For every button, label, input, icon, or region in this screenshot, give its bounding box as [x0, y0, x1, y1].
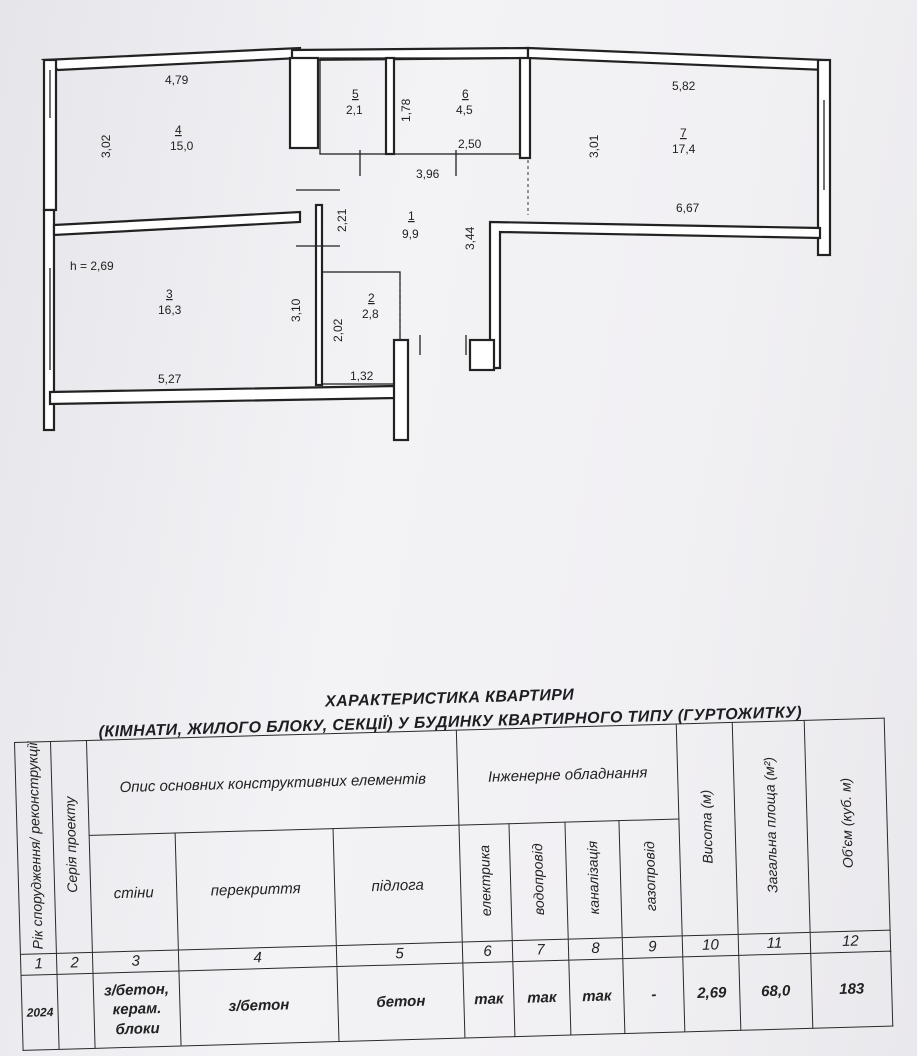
header-floor: підлога [333, 825, 463, 946]
col-num: 1 [20, 953, 58, 976]
header-sewer: каналізація [564, 820, 623, 940]
wall-bottom [48, 384, 398, 406]
col-num: 2 [56, 952, 93, 975]
dim-667: 6,67 [676, 201, 700, 215]
wall-entrance [392, 338, 410, 442]
header-water: водопровід [508, 822, 569, 941]
floor-plan: h = 2,69 4 15,0 3 16,3 5 2,1 6 4,5 7 17,… [40, 46, 832, 442]
room-area-2: 2,8 [362, 307, 379, 321]
dim-310: 3,10 [289, 298, 303, 322]
cell-electric: так [462, 961, 515, 1038]
wall-left-lower [42, 208, 56, 432]
dim-527: 5,27 [158, 372, 182, 386]
wall-room4-right [288, 56, 320, 150]
cell-walls: з/бетон, керам. блоки [92, 970, 182, 1049]
dim-301: 3,01 [587, 134, 601, 158]
col-num: 9 [622, 935, 683, 959]
header-year: Рік спорудження/ реконструкції [14, 741, 57, 955]
header-electric: електрика [459, 823, 513, 942]
wall-4-3 [52, 210, 302, 237]
cell-walls-line3: блоки [115, 1019, 160, 1038]
room-number-3: 3 [166, 287, 173, 301]
wall-room7-bottom [488, 220, 822, 370]
dim-202: 2,02 [331, 318, 345, 342]
header-floors-between: перекриття [175, 828, 337, 950]
col-num: 11 [738, 932, 811, 956]
dim-344: 3,44 [463, 226, 477, 250]
cell-height: 2,69 [682, 955, 741, 1032]
header-walls: стіни [89, 833, 179, 953]
cell-water: так [512, 960, 571, 1037]
cell-walls-line2: керам. [112, 1000, 162, 1019]
wall-entrance-right [468, 338, 496, 372]
room-area-4: 15,0 [170, 139, 194, 153]
header-height: Висота (м) [676, 722, 739, 936]
cell-walls-line1: з/бетон, [103, 980, 170, 1000]
cell-series [57, 973, 96, 1050]
room-number-1: 1 [408, 209, 415, 223]
dim-250: 2,50 [458, 137, 482, 151]
characteristics-table: Рік спорудження/ реконструкції Серія про… [14, 718, 893, 1051]
dim-396: 3,96 [416, 167, 440, 181]
dim-582: 5,82 [672, 79, 696, 93]
dim-479: 4,79 [165, 73, 189, 87]
cell-year: 2024 [21, 974, 60, 1051]
header-engineering: Інженерне обладнання [456, 724, 679, 826]
header-series: Серія проекту [50, 740, 93, 954]
room-number-5: 5 [352, 87, 359, 101]
room-area-3: 16,3 [158, 303, 182, 317]
cell-floor: бетон [336, 962, 465, 1042]
dim-302: 3,02 [99, 134, 113, 158]
room-area-1: 9,9 [402, 227, 419, 241]
room-number-7: 7 [680, 126, 687, 140]
characteristics-table-wrap: Рік спорудження/ реконструкції Серія про… [14, 718, 893, 1051]
header-gas: газопровід [618, 819, 683, 938]
room-area-7: 17,4 [672, 142, 696, 156]
col-num: 6 [462, 940, 513, 963]
wall-corridor-left [314, 203, 324, 387]
header-description: Опис основних конструктивних елементів [86, 730, 460, 836]
col-num: 8 [568, 937, 623, 961]
wall-top-left [40, 46, 302, 72]
cell-volume: 183 [810, 951, 893, 1029]
wall-6-right [518, 56, 532, 160]
ceiling-height-label: h = 2,69 [70, 259, 114, 273]
col-num: 3 [92, 949, 179, 974]
room-area-6: 4,5 [456, 103, 473, 117]
cell-floors-between: з/бетон [178, 966, 339, 1046]
col-num: 7 [512, 939, 569, 962]
dim-221: 2,21 [335, 208, 349, 232]
dim-132: 1,32 [350, 369, 374, 383]
wall-top-right [526, 46, 828, 72]
cell-sewer: так [568, 958, 625, 1035]
room-area-5: 2,1 [346, 103, 363, 117]
cell-total-area: 68,0 [738, 953, 813, 1031]
header-total-area: Загальна площа (м²) [732, 720, 811, 935]
wall-5-6 [384, 56, 396, 156]
col-num: 12 [810, 930, 891, 954]
room-number-2: 2 [368, 291, 375, 305]
room-number-6: 6 [462, 87, 469, 101]
col-num: 10 [682, 934, 739, 957]
dim-178: 1,78 [399, 98, 413, 122]
header-volume: Об'єм (куб. м) [804, 718, 891, 933]
room-number-4: 4 [175, 123, 182, 137]
cell-gas: - [622, 956, 685, 1034]
